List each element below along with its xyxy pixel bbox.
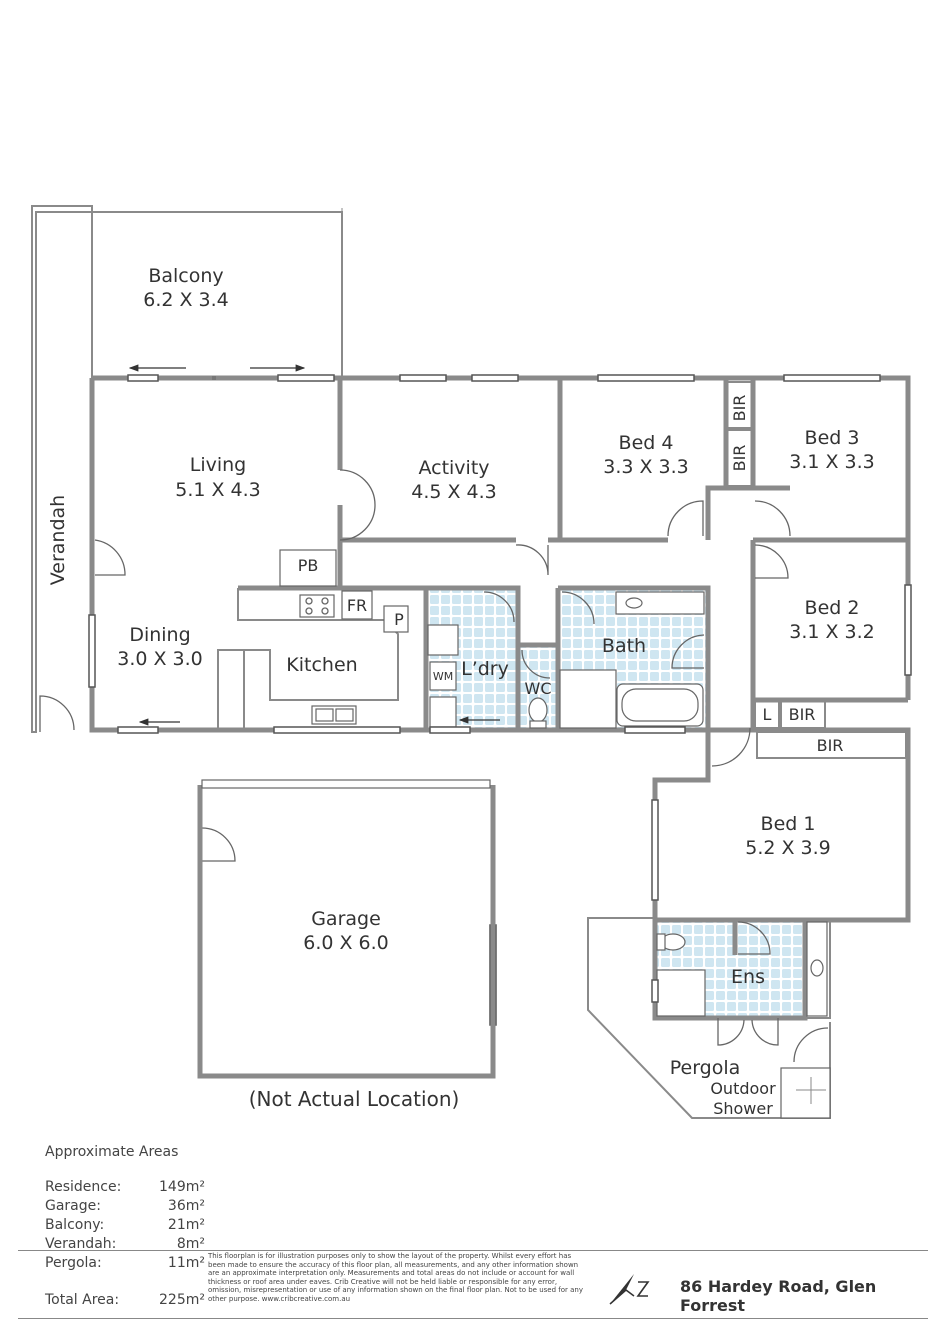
bir-label-bed4: BIR <box>730 395 749 422</box>
footer-divider-bottom <box>18 1318 928 1319</box>
sliding-door-arrows <box>128 364 500 726</box>
laundry-label: L’dry <box>461 658 509 680</box>
approximate-areas: Approximate Areas Residence: 149m² Garag… <box>45 1144 205 1310</box>
area-value: 11m² <box>167 1255 205 1271</box>
bed4-label: Bed 4 <box>619 432 674 454</box>
bed4-dims: 3.3 X 3.3 <box>603 456 689 478</box>
pergola-label: Pergola <box>670 1057 741 1079</box>
kitchen-label: Kitchen <box>286 654 357 676</box>
area-label: Residence: <box>45 1179 122 1195</box>
area-label: Garage: <box>45 1198 101 1214</box>
garage-note: (Not Actual Location) <box>249 1087 460 1111</box>
property-address: 86 Hardey Road, Glen Forrest <box>680 1277 877 1315</box>
outdoor-shower-label-2: Shower <box>713 1099 773 1118</box>
washing-machine-box <box>429 661 457 691</box>
bath-label: Bath <box>602 635 646 657</box>
pb-box <box>279 549 337 587</box>
bathroom-fixtures <box>528 591 828 1017</box>
outdoor-shower-label-1: Outdoor <box>710 1079 776 1098</box>
fridge-box <box>341 590 373 620</box>
bed3-dims: 3.1 X 3.3 <box>789 451 875 473</box>
area-row: Pergola: 11m² <box>45 1254 205 1273</box>
living-dims: 5.1 X 4.3 <box>175 479 261 501</box>
area-label: Verandah: <box>45 1236 117 1252</box>
activity-label: Activity <box>418 457 489 479</box>
bed1-label: Bed 1 <box>761 813 816 835</box>
fixture-labels: BIR BIR BIR BIR L PB FR P WM <box>298 395 844 755</box>
outdoor-shower-box <box>780 1067 831 1119</box>
area-value: 36m² <box>167 1198 205 1214</box>
garage-outline <box>197 779 496 1079</box>
ensuite-label: Ens <box>731 966 765 988</box>
areas-title: Approximate Areas <box>45 1144 179 1160</box>
area-row: Garage: 36m² <box>45 1197 205 1216</box>
garage-door <box>201 779 491 789</box>
area-value: 8m² <box>176 1236 205 1252</box>
window-icon <box>127 374 159 382</box>
bir-label-bed1: BIR <box>817 736 844 755</box>
pb-label: PB <box>298 556 319 575</box>
total-area-value: 225m² <box>159 1292 205 1308</box>
bir-label-bed2: BIR <box>789 705 816 724</box>
area-label: Pergola: <box>45 1255 102 1271</box>
pergola-outline <box>587 917 831 1119</box>
toilet-icon <box>528 697 548 723</box>
disclaimer-text: This floorplan is for illustration purpo… <box>208 1252 583 1303</box>
fridge-label: FR <box>347 596 367 615</box>
area-row: Balcony: 21m² <box>45 1216 205 1235</box>
basin-icon <box>625 597 643 609</box>
total-area-label: Total Area: <box>45 1292 120 1308</box>
kitchen-benches <box>217 549 459 730</box>
footer-divider-top <box>18 1250 928 1251</box>
wc-label: WC <box>525 679 552 698</box>
robes <box>725 381 907 759</box>
linen-label: L <box>763 705 772 724</box>
bir-label-bed3: BIR <box>730 445 749 472</box>
pantry-label: P <box>394 610 404 629</box>
cooktop-icon <box>299 594 335 618</box>
activity-dims: 4.5 X 4.3 <box>411 481 497 503</box>
dining-label: Dining <box>129 624 190 646</box>
living-label: Living <box>190 454 247 476</box>
bed1-dims: 5.2 X 3.9 <box>745 837 831 859</box>
bathtub-icon <box>621 688 699 722</box>
balcony-dims: 6.2 X 3.4 <box>143 289 229 311</box>
pantry-box <box>383 605 409 633</box>
balcony-outline <box>31 205 343 733</box>
garage-dims: 6.0 X 6.0 <box>303 932 389 954</box>
bed2-dims: 3.1 X 3.2 <box>789 621 875 643</box>
bed3-label: Bed 3 <box>805 427 860 449</box>
north-arrow-icon <box>609 1274 650 1305</box>
area-value: 149m² <box>159 1179 205 1195</box>
area-row: Verandah: 8m² <box>45 1235 205 1254</box>
ensuite-basin-icon <box>810 959 824 977</box>
area-value: 21m² <box>167 1217 205 1233</box>
doors <box>39 469 829 1063</box>
garage-label: Garage <box>311 908 381 930</box>
total-area-row: Total Area: 225m² <box>45 1291 205 1310</box>
wm-label: WM <box>433 670 453 683</box>
area-label: Balcony: <box>45 1217 105 1233</box>
balcony-label: Balcony <box>148 265 223 287</box>
door-swing-icon <box>94 539 126 576</box>
verandah-label: Verandah <box>47 495 69 585</box>
dining-dims: 3.0 X 3.0 <box>117 648 203 670</box>
area-row: Residence: 149m² <box>45 1178 205 1197</box>
room-labels: Balcony 6.2 X 3.4 Verandah Living 5.1 X … <box>47 265 875 1118</box>
bed2-label: Bed 2 <box>805 597 860 619</box>
